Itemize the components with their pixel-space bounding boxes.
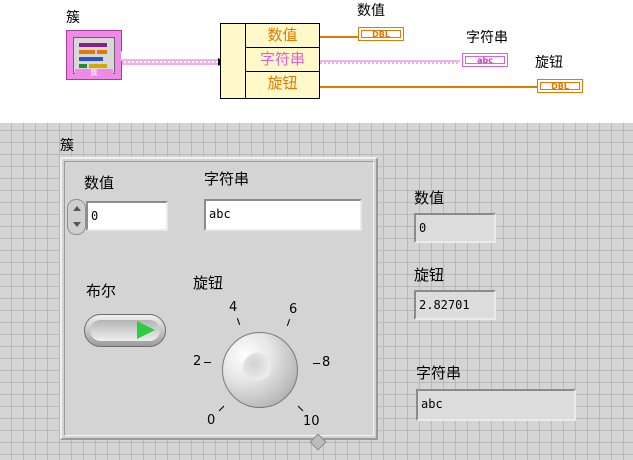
knob-tick-label: 2 xyxy=(193,354,202,369)
knob-indicator-terminal[interactable]: DBL xyxy=(537,79,583,93)
knob-pointer-dimple xyxy=(243,353,271,381)
string-terminal-text: abc xyxy=(465,56,505,65)
numeric-indicator-label: 数值 xyxy=(357,3,385,19)
unbundle-row-numeric[interactable]: 数值 xyxy=(246,24,319,48)
knob-tick-mark xyxy=(313,363,320,364)
knob-control[interactable] xyxy=(222,332,298,408)
knob-tick-label: 6 xyxy=(289,302,298,317)
unbundle-row-string[interactable]: 字符串 xyxy=(246,48,319,72)
cluster-constant-tag: 簇 xyxy=(75,69,113,78)
knob-terminal-text: DBL xyxy=(540,82,580,91)
knob-tick-label: 8 xyxy=(322,355,331,370)
cluster-control-label: 簇 xyxy=(60,138,74,154)
knob-indicator-label: 旋钮 xyxy=(535,55,563,71)
cluster-constant[interactable]: 簇 xyxy=(66,30,127,80)
boolean-control-label: 布尔 xyxy=(86,282,117,300)
string-control-input[interactable]: abc xyxy=(204,199,362,231)
numeric-terminal-text: DBL xyxy=(361,30,401,39)
unbundle-by-name-node[interactable]: 数值 字符串 旋钮 xyxy=(220,23,320,99)
boolean-led-icon xyxy=(137,321,155,339)
numeric-indicator-display: 0 xyxy=(414,213,496,243)
knob-control-label: 旋钮 xyxy=(193,274,224,292)
output-terminal-icon xyxy=(121,51,127,61)
string-indicator-terminal[interactable]: abc xyxy=(462,53,508,67)
decrement-arrow-icon[interactable] xyxy=(73,222,81,227)
string-control-label: 字符串 xyxy=(204,170,250,188)
knob-tick-label: 10 xyxy=(303,414,320,429)
numeric-indicator-panel-label: 数值 xyxy=(414,189,445,207)
string-indicator-label: 字符串 xyxy=(466,30,508,46)
increment-arrow-icon[interactable] xyxy=(73,206,81,211)
numeric-indicator-terminal[interactable]: DBL xyxy=(358,27,404,41)
knob-tick-label: 0 xyxy=(207,413,216,428)
knob-tick-mark xyxy=(204,362,211,363)
wires xyxy=(122,36,537,88)
knob-tick-label: 4 xyxy=(229,300,238,315)
increment-decrement-icon[interactable] xyxy=(67,199,86,235)
numeric-control-label: 数值 xyxy=(84,174,115,192)
boolean-toggle-button[interactable] xyxy=(84,314,166,347)
unbundle-node-body xyxy=(221,24,246,98)
knob-indicator-panel-label: 旋钮 xyxy=(414,266,445,284)
numeric-control-input[interactable]: 0 xyxy=(86,201,168,231)
knob-indicator-display: 2.82701 xyxy=(414,290,496,320)
string-indicator-display: abc xyxy=(416,389,576,421)
cluster-constant-label: 簇 xyxy=(66,10,80,26)
unbundle-row-knob[interactable]: 旋钮 xyxy=(246,72,319,98)
string-indicator-panel-label: 字符串 xyxy=(416,364,462,382)
